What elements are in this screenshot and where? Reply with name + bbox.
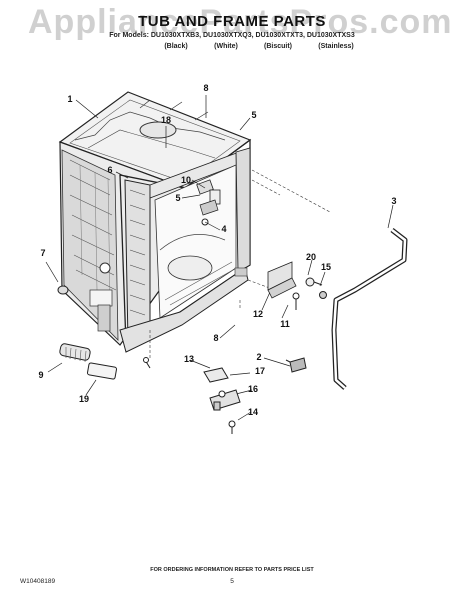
finish-label-stainless: (Stainless) <box>318 43 354 50</box>
ordering-note: FOR ORDERING INFORMATION REFER TO PARTS … <box>150 567 314 573</box>
callout-5-top: 5 <box>251 110 257 120</box>
tub-top-frame <box>58 91 252 189</box>
finish-label-black: (Black) <box>164 43 188 50</box>
page-number: 5 <box>230 578 234 585</box>
leg-bracket-part <box>209 389 241 411</box>
callout-17: 17 <box>254 366 265 376</box>
callout-13: 13 <box>183 354 194 364</box>
finish-label-biscuit: (Biscuit) <box>264 43 292 50</box>
spring-part <box>59 343 91 363</box>
page-title: TUB AND FRAME PARTS <box>138 13 326 30</box>
callout-16: 16 <box>247 384 258 394</box>
callout-4: 4 <box>221 224 227 234</box>
callout-10: 10 <box>180 175 191 185</box>
bottom-screw-part <box>228 420 236 434</box>
leveling-leg-part <box>57 285 69 295</box>
pad-part <box>203 367 229 383</box>
callout-20: 20 <box>305 252 316 262</box>
callout-2: 2 <box>256 352 262 362</box>
fastener-parts <box>305 277 327 299</box>
callout-12: 12 <box>252 309 263 319</box>
callout-19: 19 <box>78 394 89 404</box>
bracket-part <box>267 261 300 310</box>
callout-8-bottom: 8 <box>213 333 219 343</box>
cover-part <box>86 362 118 380</box>
models-line: For Models: DU1030XTXB3, DU1030XTXQ3, DU… <box>109 32 355 39</box>
callout-11: 11 <box>280 319 290 329</box>
screw-part <box>143 357 151 369</box>
callout-1: 1 <box>67 94 73 104</box>
document-number: W10408189 <box>20 578 56 585</box>
callout-18: 18 <box>160 115 171 125</box>
callout-7: 7 <box>40 248 46 258</box>
clip-part <box>285 357 307 373</box>
callout-3: 3 <box>391 196 397 206</box>
callout-9: 9 <box>38 370 44 380</box>
door-gasket-part <box>331 228 408 390</box>
finish-label-white: (White) <box>214 43 238 50</box>
callout-5-mid: 5 <box>175 193 181 203</box>
callout-14: 14 <box>247 407 258 417</box>
callout-15: 15 <box>320 262 331 272</box>
callout-8-top: 8 <box>203 83 209 93</box>
watermark: AppliancePartsPros.com <box>28 3 453 41</box>
callout-6: 6 <box>107 165 113 175</box>
